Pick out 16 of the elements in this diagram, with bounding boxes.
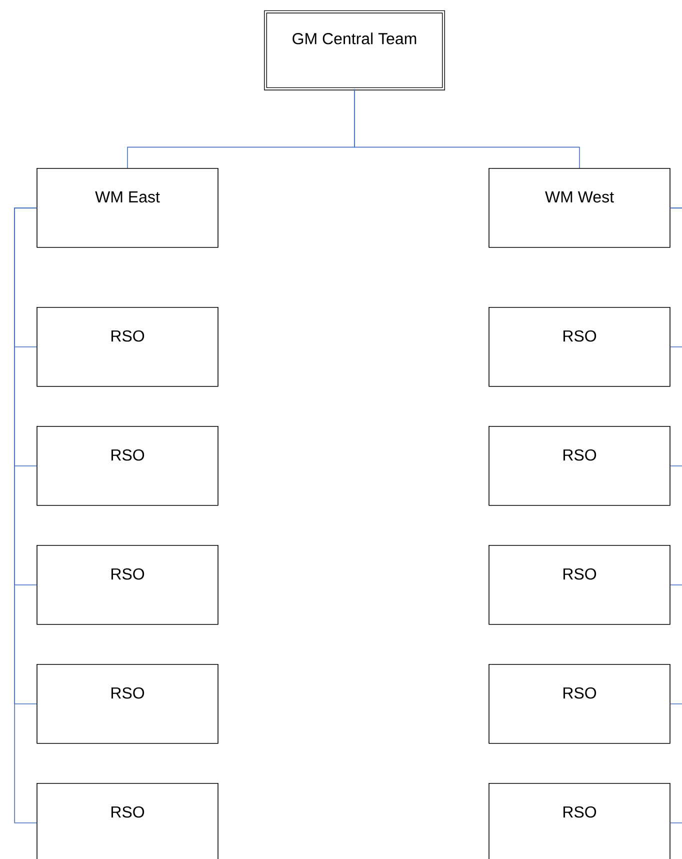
org-box: RSO [36, 783, 218, 859]
org-box: RSO [488, 426, 670, 506]
connector-line [354, 88, 580, 168]
org-box: RSO [36, 545, 218, 625]
title-box: GM Central Team [264, 10, 445, 90]
org-box: RSO [36, 426, 218, 506]
org-box: WM West [488, 168, 670, 248]
org-box: RSO [488, 545, 670, 625]
org-box: WM East [36, 168, 218, 248]
org-box: RSO [36, 664, 218, 744]
org-box: RSO [488, 307, 670, 387]
org-box: RSO [36, 307, 218, 387]
org-box: RSO [488, 783, 670, 859]
connector-line [670, 208, 682, 824]
connector-line [14, 208, 37, 824]
org-box: RSO [488, 664, 670, 744]
